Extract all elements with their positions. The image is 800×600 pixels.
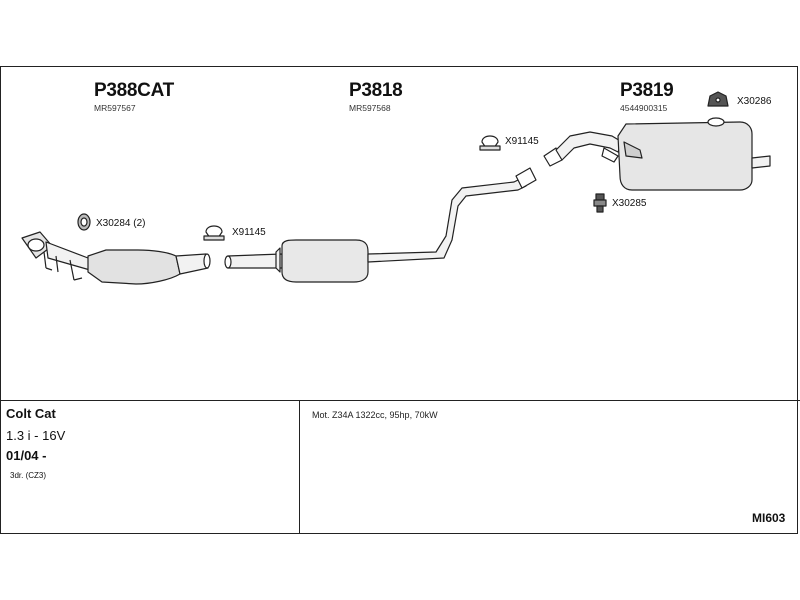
- gasket-icon-x30284: [77, 213, 91, 231]
- clamp-icon-x91145-mid: [203, 225, 225, 241]
- vehicle-engine: 1.3 i - 16V: [6, 428, 66, 443]
- exhaust-system-drawing: [21, 91, 771, 285]
- middle-silencer-drawing: [224, 167, 537, 283]
- fitting-label-x91145-top: X91145: [505, 136, 539, 147]
- info-column-divider: [299, 400, 300, 534]
- info-divider: [0, 400, 800, 401]
- fitting-label-x91145-mid: X91145: [232, 227, 266, 238]
- hanger-icon-x30285: [593, 193, 607, 213]
- fitting-label-x30286: X30286: [737, 96, 772, 107]
- rear-silencer-drawing: [543, 117, 771, 191]
- vehicle-model: Colt Cat: [6, 406, 56, 421]
- oe-number-middle: MR597568: [349, 103, 391, 113]
- engine-description: Mot. Z34A 1322cc, 95hp, 70kW: [312, 410, 438, 420]
- diagram-frame: [0, 66, 798, 534]
- part-number-cat: P388CAT: [94, 80, 174, 101]
- kit-code: MI603: [752, 511, 786, 525]
- vehicle-year: 01/04 -: [6, 448, 47, 463]
- vehicle-body: 3dr. (CZ3): [10, 471, 47, 480]
- fitting-label-x30285: X30285: [612, 198, 647, 209]
- part-number-rear: P3819: [620, 80, 674, 101]
- rubber-mount-icon-x30286: [707, 91, 729, 107]
- fitting-label-x30284: X30284 (2): [96, 218, 146, 229]
- part-number-middle: P3818: [349, 80, 403, 101]
- oe-number-rear: 4544900315: [620, 103, 668, 113]
- oe-number-cat: MR597567: [94, 103, 136, 113]
- catalytic-converter-drawing: [21, 231, 211, 285]
- clamp-icon-x91145-top: [479, 135, 501, 151]
